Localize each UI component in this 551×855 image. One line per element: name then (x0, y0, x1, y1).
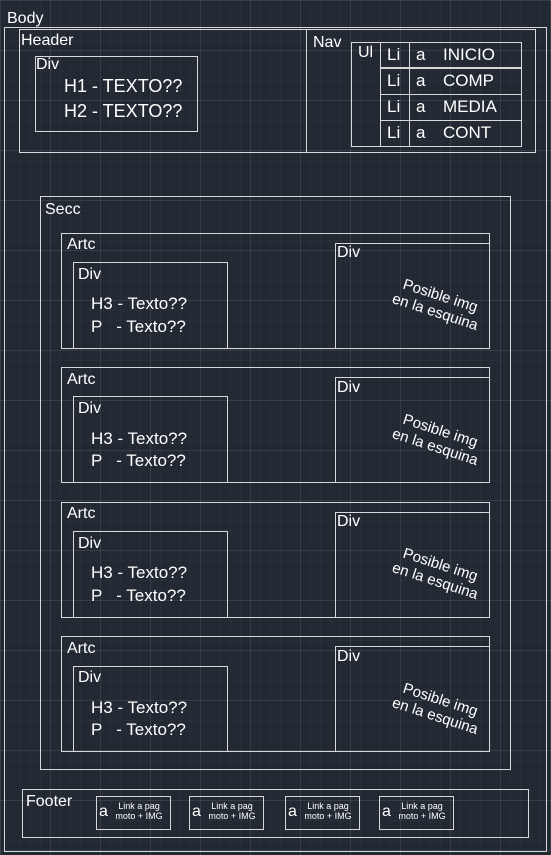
article-text-div-label: Div (78, 535, 102, 552)
section-box (40, 196, 511, 770)
article-img-div-box (335, 377, 490, 483)
article-label: Artc (67, 236, 96, 253)
article-text-div-box (73, 666, 228, 752)
footer-link-line2: moto + IMG (115, 811, 163, 822)
footer-link-text[interactable]: Link a pag moto + IMG (203, 801, 261, 822)
footer-link-line2: moto + IMG (304, 811, 352, 822)
article-label: Artc (67, 640, 96, 657)
article-text-div-box (73, 262, 228, 349)
nav-li-label: Li (387, 97, 401, 116)
footer-link-a-label: a (288, 803, 297, 820)
footer-link-a-label: a (192, 803, 201, 820)
body-label: Body (7, 10, 44, 27)
article-img-div-label: Div (337, 244, 361, 261)
article-text-div-label: Div (78, 669, 102, 686)
footer-link-box[interactable] (189, 796, 264, 830)
article-text-div-box (73, 396, 228, 483)
footer-link-text[interactable]: Link a pag moto + IMG (393, 801, 451, 822)
article-img-div-label: Div (337, 648, 361, 665)
article-h3-text: H3 - Texto?? (91, 429, 188, 448)
footer-label: Footer (26, 793, 73, 810)
footer-link-line1: Link a pag (211, 801, 253, 811)
body-box (4, 27, 547, 852)
footer-link-box[interactable] (96, 796, 171, 830)
footer-link-text[interactable]: Link a pag moto + IMG (110, 801, 168, 822)
article-img-div-box (335, 646, 490, 752)
nav-ul-label: Ul (358, 44, 374, 61)
article-label: Artc (67, 505, 96, 522)
article-img-div-box (335, 512, 490, 618)
footer-link-box[interactable] (285, 796, 360, 830)
nav-link-inicio[interactable]: INICIO (443, 45, 495, 64)
footer-box (22, 789, 529, 838)
nav-label: Nav (313, 34, 342, 51)
footer-link-line1: Link a pag (118, 801, 160, 811)
nav-a-label: a (416, 123, 426, 142)
footer-link-line1: Link a pag (307, 801, 349, 811)
article-text-div-label: Div (78, 266, 102, 283)
article-p-text: P - Texto?? (91, 586, 186, 605)
nav-box (306, 29, 536, 153)
article-img-div-label: Div (337, 513, 361, 530)
article-h3-text: H3 - Texto?? (91, 698, 188, 717)
article-p-text: P - Texto?? (91, 451, 186, 470)
article-p-text: P - Texto?? (91, 720, 186, 739)
article-label: Artc (67, 371, 96, 388)
article-text-div-box (73, 531, 228, 618)
article-img-div-label: Div (337, 379, 361, 396)
article-text-div-label: Div (78, 400, 102, 417)
footer-link-line2: moto + IMG (398, 811, 446, 822)
header-div-label: Div (36, 56, 60, 73)
nav-a-label: a (416, 97, 426, 116)
footer-link-line2: moto + IMG (208, 811, 256, 822)
nav-li-label: Li (387, 45, 401, 64)
article-h3-text: H3 - Texto?? (91, 563, 188, 582)
nav-a-label: a (416, 45, 426, 64)
nav-link-media[interactable]: MEDIA (443, 97, 497, 116)
footer-link-line1: Link a pag (401, 801, 443, 811)
nav-link-cont[interactable]: CONT (443, 123, 492, 142)
article-img-div-box (335, 243, 490, 349)
article-p-text: P - Texto?? (91, 317, 186, 336)
footer-link-a-label: a (99, 803, 108, 820)
footer-link-text[interactable]: Link a pag moto + IMG (299, 801, 357, 822)
section-label: Secc (45, 201, 81, 218)
header-h2-text: H2 - TEXTO?? (64, 101, 183, 121)
header-h1-text: H1 - TEXTO?? (64, 76, 183, 96)
header-div-box (35, 56, 198, 132)
nav-li-label: Li (387, 123, 401, 142)
header-label: Header (21, 32, 74, 49)
nav-a-label: a (416, 71, 426, 90)
nav-link-comp[interactable]: COMP (443, 71, 494, 90)
nav-li-label: Li (387, 71, 401, 90)
article-h3-text: H3 - Texto?? (91, 294, 188, 313)
nav-a-box (409, 120, 522, 147)
nav-a-box (409, 42, 522, 68)
footer-link-a-label: a (382, 803, 391, 820)
footer-link-box[interactable] (379, 796, 454, 830)
